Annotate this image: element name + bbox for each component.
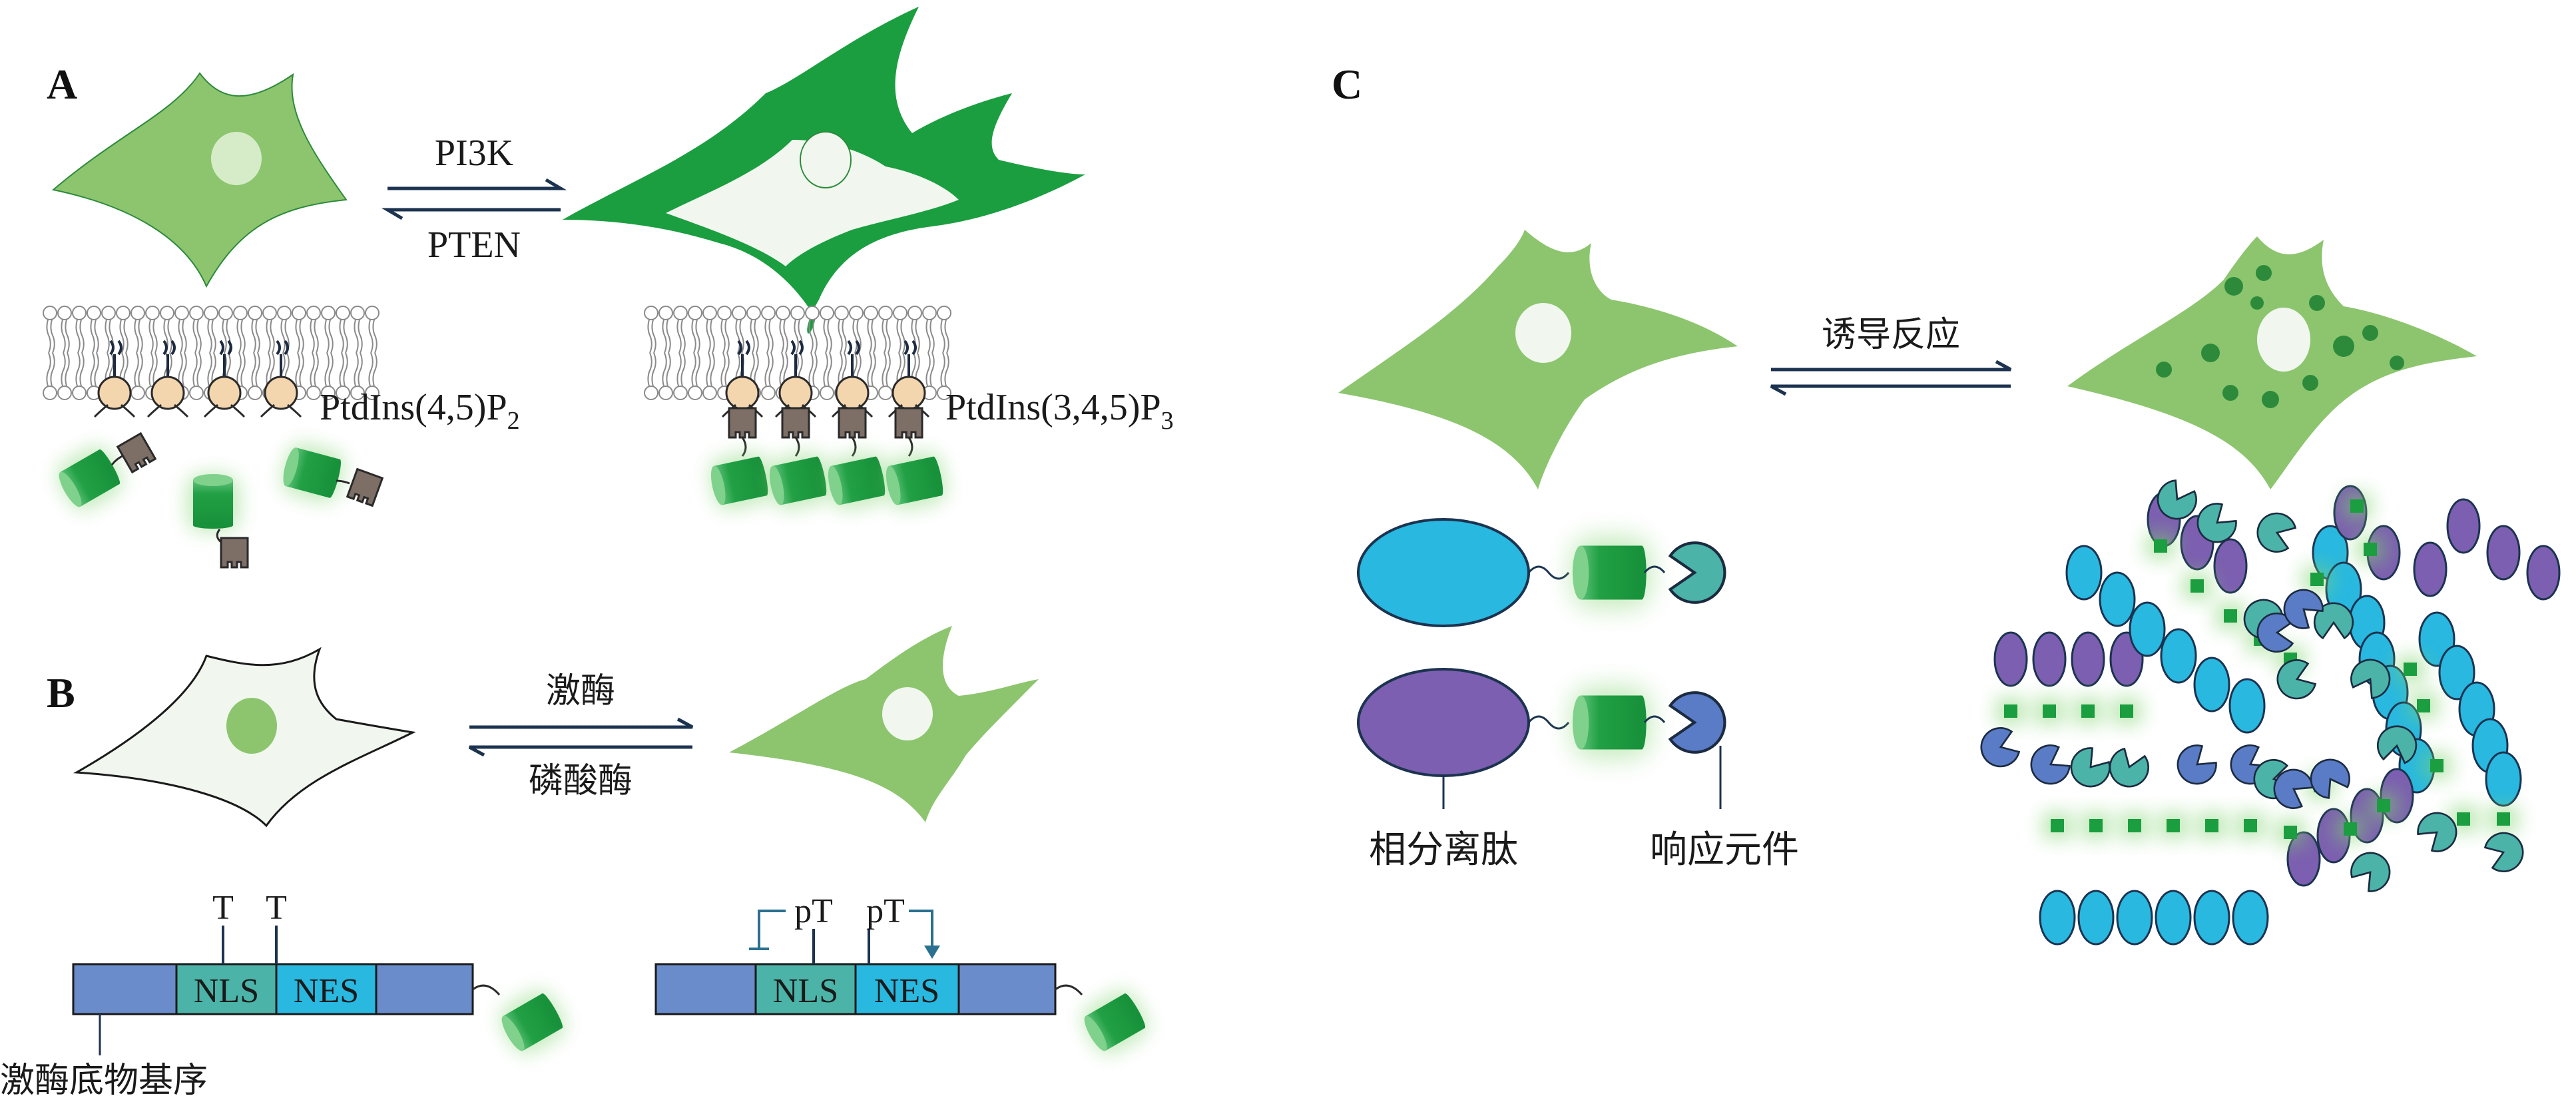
sensor-box	[2073, 698, 2103, 724]
sensor-box	[2356, 536, 2385, 563]
sensor-box	[2197, 812, 2226, 839]
construct-phosphorylated: NLS NES pT pT	[654, 892, 1154, 1060]
cyan-peptide	[2077, 890, 2115, 946]
sensor-box	[2342, 493, 2372, 519]
cyan-peptide	[2193, 657, 2230, 712]
sensor-box	[2489, 806, 2518, 832]
construct-cyan	[1357, 518, 1724, 627]
sensor-box	[1996, 698, 2025, 724]
kinase-label: 激酶	[546, 671, 615, 711]
response-element	[1975, 722, 2023, 773]
condensate-network	[1975, 475, 2561, 946]
nes-label-left: NES	[294, 972, 359, 1010]
sensor-box	[2302, 566, 2332, 593]
cyan-peptide	[2193, 890, 2230, 946]
nucleus	[211, 132, 262, 185]
construct-purple	[1357, 668, 1724, 777]
sensor-box	[2159, 812, 2188, 839]
sensor-box	[2043, 812, 2072, 839]
sensor-box	[2276, 819, 2305, 846]
pten-label: PTEN	[427, 224, 521, 266]
nes-block	[275, 963, 378, 1015]
sensor-box	[2336, 816, 2365, 842]
cell-resting	[51, 72, 348, 288]
cell-b-inactive	[73, 647, 416, 828]
site-pt-2: pT	[866, 892, 905, 930]
site-t-1: T	[212, 889, 234, 927]
induced-reaction-label: 诱导反应	[1822, 315, 1960, 355]
sensor-box	[2120, 812, 2149, 839]
purple-peptide	[2032, 631, 2067, 687]
panel-a-letter: A	[47, 61, 77, 108]
condensate-droplets	[2156, 265, 2404, 408]
response-element-label: 响应元件	[1650, 828, 1799, 872]
purple-peptide	[2446, 498, 2481, 554]
sensor-box	[2236, 812, 2265, 839]
purple-peptide	[2071, 631, 2105, 687]
site-t-2: T	[266, 889, 287, 927]
cell-c-before	[1338, 230, 1738, 489]
cyan-peptide	[2099, 571, 2136, 627]
pip3-lipids	[706, 340, 950, 513]
free-sensor-2	[186, 473, 249, 569]
cyan-peptide	[2116, 890, 2153, 946]
nls-label-right: NLS	[773, 972, 838, 1010]
cyan-peptide	[2228, 678, 2266, 734]
nls-label-left: NLS	[194, 972, 259, 1010]
purple-peptide	[2526, 545, 2561, 601]
purple-peptide	[2413, 541, 2447, 597]
sensor-box	[2369, 792, 2398, 819]
site-pt-1: pT	[794, 892, 833, 930]
response-element	[2251, 507, 2300, 557]
cyan-peptide	[2160, 628, 2197, 684]
cell-activated	[563, 7, 1085, 334]
cyan-peptide	[2232, 890, 2269, 946]
cell-b-active	[729, 626, 1039, 822]
sensor-box	[2409, 692, 2438, 719]
purple-peptide	[1993, 631, 2028, 687]
response-element	[2023, 739, 2075, 792]
panel-c-letter: C	[1332, 61, 1362, 108]
phosphatase-label: 磷酸酶	[529, 761, 633, 801]
cyan-peptide	[2129, 601, 2166, 657]
equilibrium-arrows-a	[381, 178, 567, 220]
response-element	[2169, 738, 2222, 793]
cyan-peptide	[2039, 890, 2076, 946]
phase-separation-peptide-label: 相分离肽	[1369, 828, 1518, 872]
sensor-box	[2081, 812, 2111, 839]
sensor-box	[2183, 573, 2212, 599]
cyan-peptide	[2485, 751, 2522, 807]
sensor-box	[2112, 698, 2141, 724]
substrate-motif-label: 激酶底物基序	[0, 1061, 208, 1100]
pip3-label: PtdIns(3,4,5)P3	[945, 387, 1174, 435]
sensor-box	[2396, 656, 2425, 683]
sensor-box	[2035, 698, 2064, 724]
purple-peptide	[2486, 525, 2521, 581]
cyan-peptide	[2065, 545, 2103, 601]
cell-c-after	[2067, 236, 2477, 489]
equilibrium-arrows-b	[468, 717, 694, 757]
sensor-box	[2216, 603, 2245, 629]
free-sensor-3	[278, 439, 384, 507]
pip2-label: PtdIns(4,5)P2	[320, 387, 520, 435]
construct-unphosphorylated: NLS NES T T	[72, 889, 571, 1060]
sensor-box	[2146, 533, 2175, 559]
inhibition-arrow	[749, 910, 786, 950]
cyan-peptide	[2155, 890, 2192, 946]
response-element	[2062, 742, 2117, 796]
response-element	[2481, 826, 2529, 877]
nes-label-right: NES	[874, 972, 939, 1010]
response-element	[2344, 844, 2399, 898]
purple-peptide	[2213, 538, 2248, 594]
free-sensor-1	[51, 432, 156, 516]
nucleus-green	[226, 698, 277, 754]
equilibrium-arrows-c	[1770, 360, 2012, 396]
sensor-box	[2422, 752, 2451, 779]
pi3k-label: PI3K	[435, 133, 513, 174]
nls-block	[175, 963, 278, 1015]
response-element	[2103, 744, 2154, 793]
activation-arrowhead	[924, 946, 940, 959]
panel-b-letter: B	[47, 669, 75, 716]
